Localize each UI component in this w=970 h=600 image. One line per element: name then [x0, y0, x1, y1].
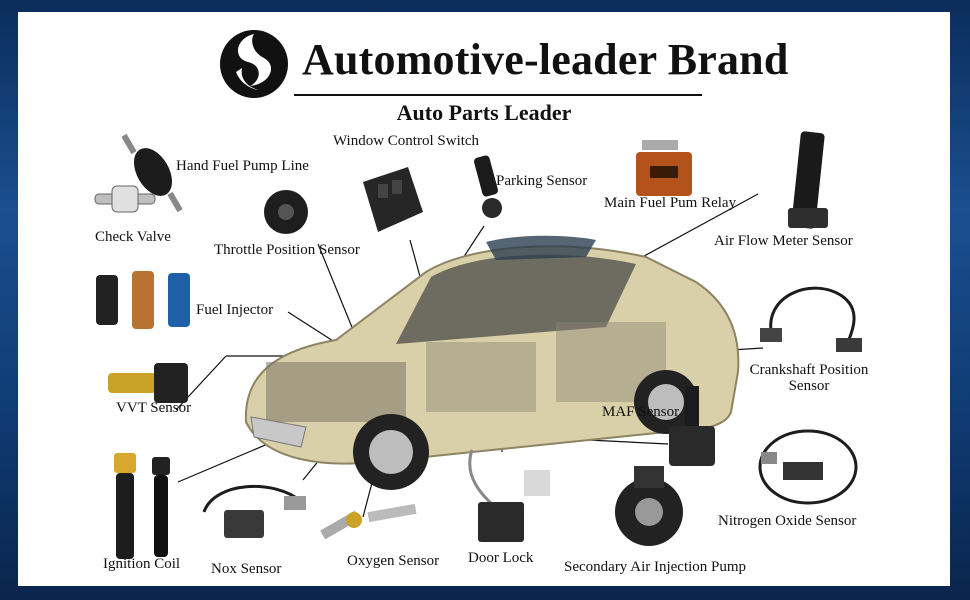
- label-air-flow-meter-sensor: Air Flow Meter Sensor: [714, 233, 853, 249]
- label-window-control-switch: Window Control Switch: [333, 133, 480, 149]
- label-hand-fuel-pump-line: Hand Fuel Pump Line: [176, 158, 309, 174]
- label-secondary-air-injection-pump: Secondary Air Injection Pump: [564, 559, 747, 575]
- ignition-coil-part: [114, 453, 170, 559]
- hand-fuel-pump-line-part: [121, 133, 183, 213]
- label-fuel-injector: Fuel Injector: [196, 302, 274, 318]
- brand-logo-icon: [220, 30, 288, 98]
- maf-sensor-part: [669, 386, 715, 466]
- main-fuel-pump-relay-part: [636, 140, 692, 196]
- throttle-position-sensor-part: [264, 190, 308, 234]
- label-oxygen-sensor: Oxygen Sensor: [347, 553, 440, 569]
- car-cutaway-illustration: [244, 235, 740, 490]
- infographic-card: Automotive-leader Brand Auto Parts Leade…: [18, 12, 950, 586]
- label-ignition-coil: Ignition Coil: [103, 556, 181, 572]
- check-valve-part: [94, 185, 156, 213]
- label-door-lock: Door Lock: [468, 550, 534, 566]
- label-vvt-sensor: VVT Sensor: [116, 400, 192, 416]
- secondary-air-injection-pump-part: [615, 466, 683, 546]
- brand-title: Automotive-leader Brand: [302, 35, 789, 84]
- fuel-injector-part: [96, 271, 190, 329]
- label-crankshaft-position-sensor: Crankshaft Position Sensor: [734, 362, 884, 394]
- title-divider: [294, 94, 702, 96]
- label-crankshaft-line2: Sensor: [788, 378, 830, 394]
- brand-subtitle: Auto Parts Leader: [396, 100, 572, 125]
- door-lock-part: [468, 449, 550, 542]
- oxygen-sensor-part: [320, 503, 417, 540]
- label-parking-sensor: Parking Sensor: [496, 173, 588, 189]
- window-control-switch-part: [363, 167, 423, 232]
- label-check-valve: Check Valve: [95, 229, 171, 245]
- nitrogen-oxide-sensor-part: [758, 429, 858, 505]
- label-crankshaft-line1: Crankshaft Position: [749, 362, 869, 378]
- nox-sensor-part: [202, 484, 306, 538]
- label-throttle-position-sensor: Throttle Position Sensor: [214, 242, 360, 258]
- crankshaft-position-sensor-part: [760, 286, 862, 352]
- label-nox-sensor: Nox Sensor: [211, 561, 282, 577]
- air-flow-meter-sensor-part: [788, 131, 828, 229]
- label-main-fuel-pump-relay: Main Fuel Pum Relay: [604, 195, 737, 211]
- vvt-sensor-part: [108, 363, 188, 403]
- label-nitrogen-oxide-sensor: Nitrogen Oxide Sensor: [718, 513, 857, 529]
- parking-sensor-part: [473, 155, 502, 218]
- label-maf-sensor: MAF Sensor: [602, 404, 680, 420]
